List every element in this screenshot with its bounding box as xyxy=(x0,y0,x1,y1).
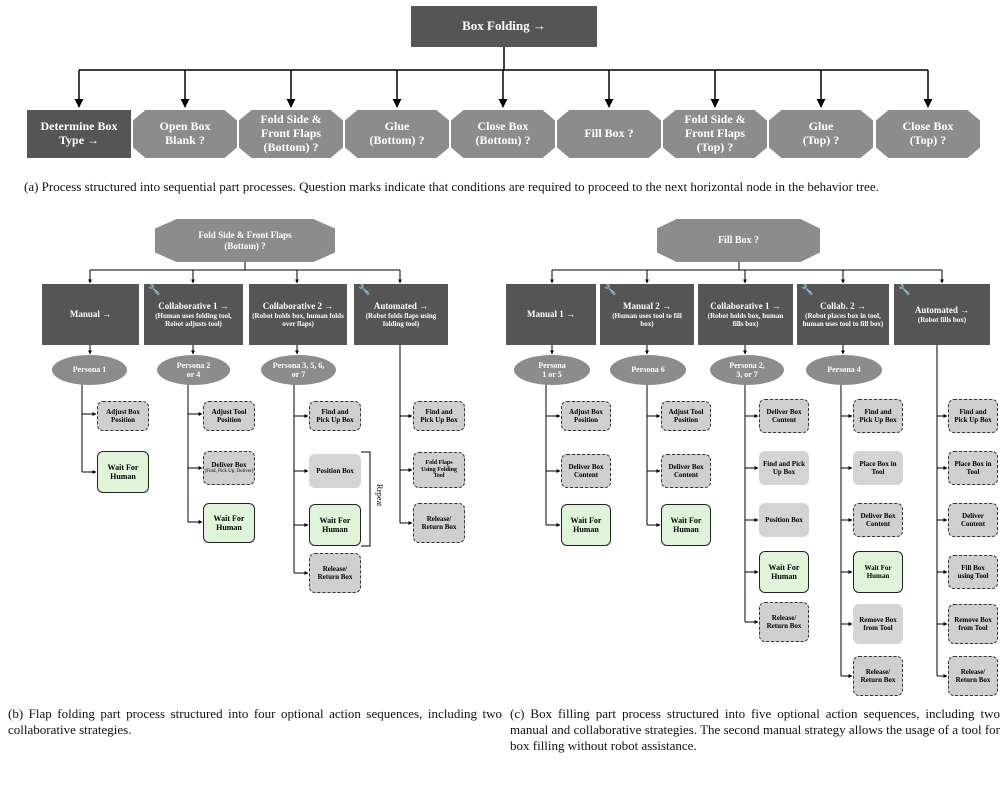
seq-collaborative-1-title: Collaborative 1 → xyxy=(158,301,229,312)
action-place-box-in-tool: Place Box in Tool xyxy=(853,451,903,485)
action-adjust-box-position: Adjust Box Position xyxy=(561,401,611,431)
seq-manual-1: Manual 1 → xyxy=(506,284,596,345)
persona-node: Persona 3, 5, 6, or 7 xyxy=(261,355,336,385)
action-release-return-box: Release/ Return Box xyxy=(309,553,361,593)
step-fold-flaps-bottom: Fold Side & Front Flaps (Bottom) ? xyxy=(239,110,343,158)
seq-manual-title: Manual → xyxy=(69,309,112,320)
action-deliver-box-content: Deliver Box Content xyxy=(853,503,903,537)
seq-collaborative-1-desc: (Robot holds box, human fills box) xyxy=(707,311,784,328)
action-find-pick-up-box: Find and Pick Up Box xyxy=(759,451,809,485)
seq-collaborative-1-desc: (Human uses folding tool, Robot adjusts … xyxy=(155,311,232,328)
persona-node: Persona 2 or 4 xyxy=(157,355,230,385)
action-deliver-box: Deliver Box (Find, Pick Up, Deliver) xyxy=(203,451,255,485)
persona-node: Persona 4 xyxy=(806,355,882,385)
action-position-box: Position Box xyxy=(759,503,809,537)
action-adjust-tool-position: Adjust Tool Position xyxy=(661,401,711,431)
action-wait-for-human: Wait For Human xyxy=(853,551,903,593)
seq-automated: 🔧 Automated → (Robot folds flaps using f… xyxy=(354,284,448,345)
caption-c: (c) Box filling part process structured … xyxy=(510,706,1000,753)
action-find-pick-up-box: Find and Pick Up Box xyxy=(413,401,465,431)
action-wait-for-human: Wait For Human xyxy=(661,504,711,546)
seq-collaborative-1: 🔧 Collaborative 1 → (Human uses folding … xyxy=(144,284,243,345)
box-folding-root-node: Box Folding → xyxy=(411,6,597,47)
step-glue-top: Glue (Top) ? xyxy=(769,110,873,158)
persona-node: Persona 6 xyxy=(610,355,686,385)
seq-collab-2-title: Collab. 2 → xyxy=(820,301,866,312)
seq-collaborative-1-title: Collaborative 1 → xyxy=(710,301,781,312)
step-determine-box-type: Determine Box Type → xyxy=(27,110,131,158)
seq-manual-1-title: Manual 1 → xyxy=(526,309,575,320)
action-wait-for-human: Wait For Human xyxy=(97,451,149,493)
step-fill-box: Fill Box ? xyxy=(557,110,661,158)
action-adjust-tool-position: Adjust Tool Position xyxy=(203,401,255,431)
seq-collaborative-2: Collaborative 2 → (Robot holds box, huma… xyxy=(249,284,347,345)
seq-automated-desc: (Robot fills box) xyxy=(917,315,967,324)
wrench-icon: 🔧 xyxy=(898,285,911,296)
action-release-return-box: Release/ Return Box xyxy=(853,656,903,696)
action-position-box: Position Box xyxy=(309,454,361,488)
action-deliver-box-desc: (Find, Pick Up, Deliver) xyxy=(204,469,254,475)
wrench-icon: 🔧 xyxy=(801,285,814,296)
action-find-pick-up-box: Find and Pick Up Box xyxy=(309,401,361,431)
seq-collab-2: 🔧 Collab. 2 → (Robot places box in tool,… xyxy=(797,284,889,345)
action-deliver-box-content: Deliver Box Content xyxy=(759,399,809,433)
caption-a: (a) Process structured into sequential p… xyxy=(24,179,879,194)
persona-node: Persona 1 xyxy=(52,355,127,385)
action-release-return-box: Release/ Return Box xyxy=(413,503,465,543)
wrench-icon: 🔧 xyxy=(604,285,617,296)
seq-automated-title: Automated → xyxy=(914,305,970,316)
seq-collaborative-2-desc: (Robot holds box, human folds over flaps… xyxy=(252,311,344,328)
seq-manual: Manual → xyxy=(42,284,139,345)
seq-manual-2-title: Manual 2 → xyxy=(622,301,671,312)
step-close-box-bottom: Close Box (Bottom) ? xyxy=(451,110,555,158)
action-release-return-box: Release/ Return Box xyxy=(948,656,998,696)
seq-manual-2: 🔧 Manual 2 → (Human uses tool to fill bo… xyxy=(600,284,694,345)
action-deliver-box-content: Deliver Box Content xyxy=(561,454,611,488)
action-deliver-content: Deliver Content xyxy=(948,503,998,537)
action-deliver-box-title: Deliver Box xyxy=(211,461,247,470)
action-remove-box-from-tool: Remove Box from Tool xyxy=(853,604,903,644)
seq-collaborative-2-title: Collaborative 2 → xyxy=(262,301,334,312)
repeat-label: Repeat xyxy=(375,484,384,507)
persona-node: Persona 2, 3, or 7 xyxy=(710,355,784,385)
action-find-pick-up-box: Find and Pick Up Box xyxy=(948,399,998,433)
action-deliver-box-content: Deliver Box Content xyxy=(661,454,711,488)
seq-automated: 🔧 Automated → (Robot fills box) xyxy=(894,284,990,345)
step-open-box-blank: Open Box Blank ? xyxy=(133,110,237,158)
seq-manual-2-desc: (Human uses tool to fill box) xyxy=(612,311,682,328)
action-place-box-in-tool: Place Box in Tool xyxy=(948,451,998,485)
seq-automated-title: Automated → xyxy=(373,301,429,312)
wrench-icon: 🔧 xyxy=(148,285,161,296)
action-fold-flaps-using-tool: Fold Flaps Using Folding Tool xyxy=(413,452,465,488)
persona-node: Persona 1 or 5 xyxy=(514,355,590,385)
seq-collab-2-desc: (Robot places box in tool, human uses to… xyxy=(802,311,884,328)
action-fill-box-using-tool: Fill Box using Tool xyxy=(948,555,998,589)
box-filling-root-node: Fill Box ? xyxy=(657,219,820,262)
action-release-return-box: Release/ Return Box xyxy=(759,602,809,642)
caption-b: (b) Flap folding part process structured… xyxy=(8,706,502,737)
seq-collaborative-1: Collaborative 1 → (Robot holds box, huma… xyxy=(698,284,793,345)
action-wait-for-human: Wait For Human xyxy=(561,504,611,546)
seq-automated-desc: (Robot folds flaps using folding tool) xyxy=(365,311,437,328)
action-find-pick-up-box: Find and Pick Up Box xyxy=(853,399,903,433)
action-adjust-box-position: Adjust Box Position xyxy=(97,401,149,431)
action-wait-for-human: Wait For Human xyxy=(759,551,809,593)
wrench-icon: 🔧 xyxy=(358,285,371,296)
action-wait-for-human: Wait For Human xyxy=(203,503,255,543)
flap-folding-root-node: Fold Side & Front Flaps (Bottom) ? xyxy=(155,219,335,262)
step-fold-flaps-top: Fold Side & Front Flaps (Top) ? xyxy=(663,110,767,158)
step-close-box-top: Close Box (Top) ? xyxy=(876,110,980,158)
step-glue-bottom: Glue (Bottom) ? xyxy=(345,110,449,158)
action-wait-for-human: Wait For Human xyxy=(309,504,361,546)
action-remove-box-from-tool: Remove Box from Tool xyxy=(948,604,998,644)
